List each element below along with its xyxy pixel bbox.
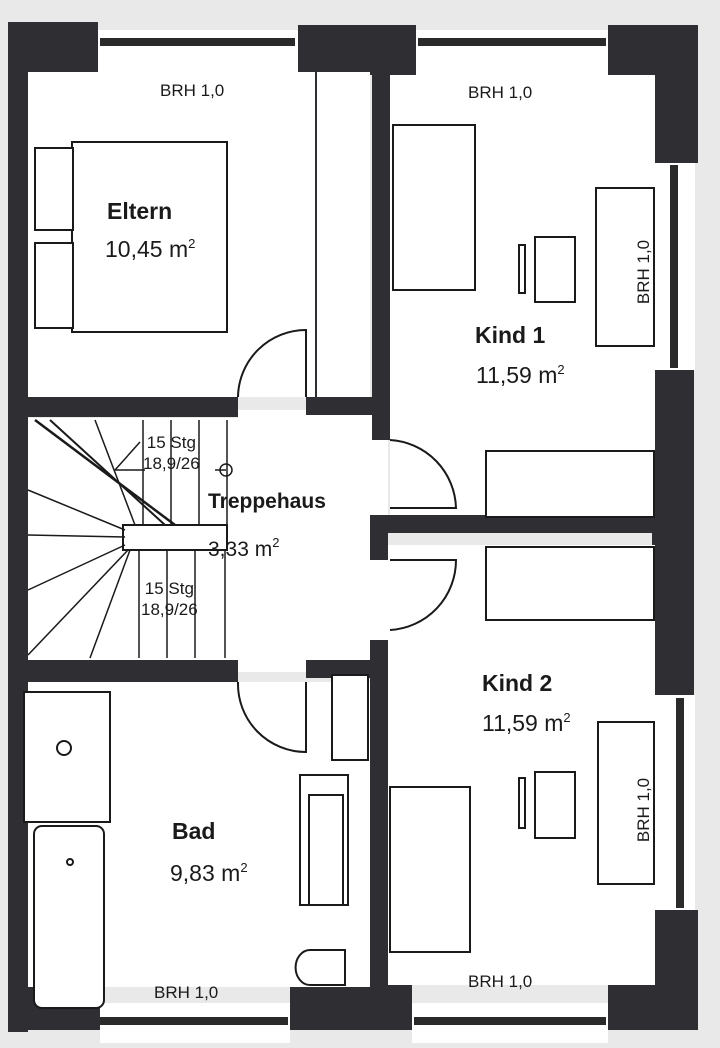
window-label-eltern: BRH 1,0: [160, 81, 225, 100]
room-name-kind1: Kind 1: [475, 322, 546, 348]
window-label-kind1-top: BRH 1,0: [468, 83, 533, 102]
furniture: [23, 124, 655, 1009]
hall-floor: [238, 410, 388, 672]
stair-lower-label: 15 Stg 18,9/26: [141, 578, 198, 620]
stair-upper-steps: 15 Stg: [146, 433, 196, 452]
room-name-kind2: Kind 2: [482, 670, 553, 696]
kind2-bed: [389, 786, 471, 953]
staircase: [27, 419, 233, 659]
kind2-desk: [534, 771, 576, 839]
stair-upper-ratio: 18,9/26: [143, 454, 200, 473]
shower: [23, 691, 111, 823]
double-bed: [71, 141, 228, 333]
window-label-kind2-bottom: BRH 1,0: [468, 972, 533, 991]
room-name-treppehaus: Treppehaus: [208, 490, 326, 513]
stair-lower-ratio: 18,9/26: [141, 600, 198, 619]
room-area-treppehaus: 3,33 m2: [208, 535, 280, 561]
interior-walls: [28, 72, 655, 987]
room-name-eltern: Eltern: [107, 198, 173, 224]
kind1-wardrobe: [595, 187, 655, 347]
room-name-bad: Bad: [172, 818, 216, 844]
doors: [236, 328, 458, 754]
window-label-kind1-right: BRH 1,0: [634, 239, 654, 305]
toilet: [294, 949, 346, 986]
room-area-eltern: 10,45 m2: [105, 236, 196, 262]
window-label-bad: BRH 1,0: [154, 983, 219, 1002]
stair-lower-steps: 15 Stg: [144, 579, 194, 598]
room-area-kind1: 11,59 m2: [476, 362, 565, 388]
stair-upper-label: 15 Stg 18,9/26: [143, 432, 200, 474]
room-area-kind2: 11,59 m2: [482, 710, 571, 736]
kind1-bed: [392, 124, 476, 291]
kind2-shelf: [485, 546, 655, 621]
kind1-shelf: [485, 450, 655, 518]
kind2-wardrobe: [597, 721, 655, 885]
bad-cabinet: [331, 674, 369, 761]
room-area-bad: 9,83 m2: [170, 860, 248, 886]
bathtub: [33, 825, 105, 1009]
window-label-kind2-right: BRH 1,0: [634, 777, 654, 843]
windows: [98, 30, 695, 1043]
kind1-desk: [534, 236, 576, 303]
